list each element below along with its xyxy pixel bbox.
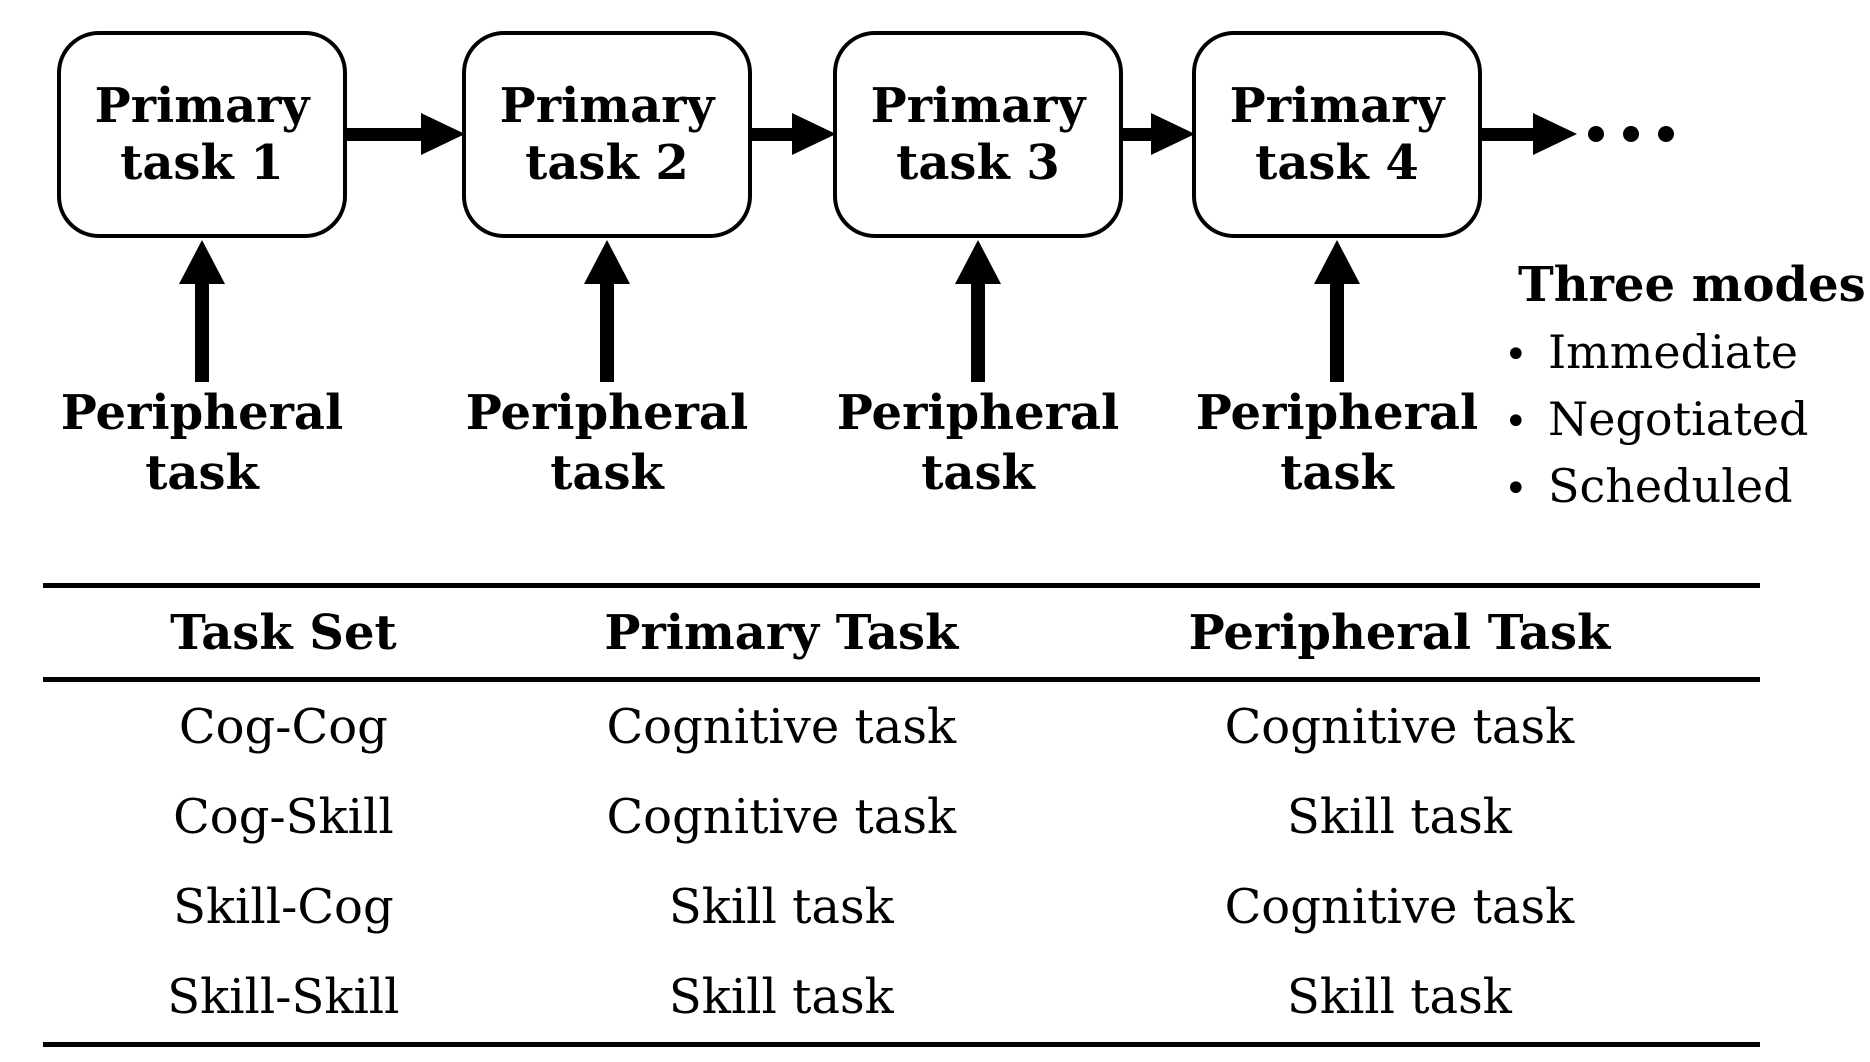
up-arrow-2-icon (584, 240, 630, 382)
arrow-shaft (1330, 284, 1344, 382)
arrow-shaft (1482, 127, 1533, 141)
table-cell: Cognitive task (1224, 879, 1575, 935)
arrow-head-icon (1533, 113, 1577, 155)
table-cell: Skill-Skill (167, 969, 400, 1025)
up-arrow-4-icon (1314, 240, 1360, 382)
table-row: Cog-Cog Cognitive task Cognitive task (43, 680, 1760, 773)
table-cell: Skill-Cog (173, 879, 394, 935)
up-arrow-3-icon (955, 240, 1001, 382)
table-cell: Cognitive task (606, 699, 957, 755)
task-set-table: Task Set Primary Task Peripheral Task Co… (43, 583, 1760, 1047)
mode-item-label: Scheduled (1548, 459, 1793, 513)
peripheral-task-2-label: Peripheral task (465, 385, 749, 501)
up-arrow-1-icon (179, 240, 225, 382)
table-row: Skill-Cog Skill task Cognitive task (43, 862, 1760, 952)
arrow-head-icon (1314, 240, 1360, 284)
table-cell: Cog-Skill (173, 789, 394, 845)
arrow-head-icon (792, 113, 836, 155)
three-modes-block: Three modes • Immediate • Negotiated • S… (1494, 256, 1870, 521)
primary-task-4-label: Primary task 4 (1229, 77, 1445, 191)
three-modes-list: • Immediate • Negotiated • Scheduled (1494, 320, 1870, 521)
three-modes-title: Three modes (1518, 257, 1866, 313)
table-cell: Skill task (668, 879, 894, 935)
arrow-shaft (971, 284, 985, 382)
table-cell: Skill task (1286, 789, 1512, 845)
arrow-head-icon (584, 240, 630, 284)
table-cell: Skill task (1286, 969, 1512, 1025)
ellipsis-dot-icon (1623, 126, 1639, 142)
table-cell: Cog-Cog (178, 699, 388, 755)
table-cell: Cognitive task (606, 789, 957, 845)
arrow-head-icon (1151, 113, 1195, 155)
mode-item-label: Negotiated (1548, 392, 1809, 446)
ellipsis-dot-icon (1658, 126, 1674, 142)
table-cell: Skill task (668, 969, 894, 1025)
flow-arrow-1-icon (347, 113, 465, 155)
table-header-row: Task Set Primary Task Peripheral Task (43, 586, 1760, 680)
primary-task-2-box: Primary task 2 (462, 31, 752, 238)
bullet-icon: • (1504, 399, 1528, 445)
primary-task-1-label: Primary task 1 (94, 77, 310, 191)
primary-task-3-label: Primary task 3 (870, 77, 1086, 191)
flow-arrow-3-icon (1123, 113, 1195, 155)
mode-item-negotiated: • Negotiated (1494, 387, 1870, 454)
primary-task-2-label: Primary task 2 (499, 77, 715, 191)
table-header-primary-task: Primary Task (604, 604, 959, 661)
table-row: Skill-Skill Skill task Skill task (43, 952, 1760, 1045)
table-header-task-set: Task Set (170, 604, 397, 661)
table-header-peripheral-task: Peripheral Task (1188, 604, 1611, 661)
arrow-shaft (347, 127, 421, 141)
mode-item-label: Immediate (1548, 325, 1798, 379)
arrow-head-icon (955, 240, 1001, 284)
mode-item-scheduled: • Scheduled (1494, 454, 1870, 521)
table-row: Cog-Skill Cognitive task Skill task (43, 772, 1760, 862)
arrow-shaft (600, 284, 614, 382)
primary-task-3-box: Primary task 3 (833, 31, 1123, 238)
ellipsis-dot-icon (1588, 126, 1604, 142)
mode-item-immediate: • Immediate (1494, 320, 1870, 387)
bullet-icon: • (1504, 466, 1528, 512)
arrow-head-icon (421, 113, 465, 155)
peripheral-task-3-label: Peripheral task (836, 385, 1120, 501)
table-cell: Cognitive task (1224, 699, 1575, 755)
arrow-shaft (1123, 127, 1151, 141)
flow-arrow-4-icon (1482, 113, 1577, 155)
arrow-shaft (195, 284, 209, 382)
arrow-head-icon (179, 240, 225, 284)
peripheral-task-4-label: Peripheral task (1195, 385, 1479, 501)
primary-task-4-box: Primary task 4 (1192, 31, 1482, 238)
peripheral-task-1-label: Peripheral task (60, 385, 344, 501)
bullet-icon: • (1504, 332, 1528, 378)
arrow-shaft (752, 127, 792, 141)
primary-task-1-box: Primary task 1 (57, 31, 347, 238)
flow-arrow-2-icon (752, 113, 836, 155)
ellipsis-icon (1588, 126, 1674, 142)
